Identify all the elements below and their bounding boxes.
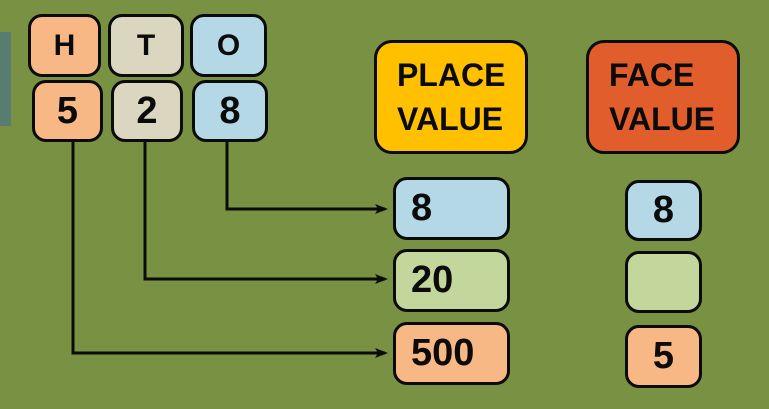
arrow-ones — [225, 140, 388, 214]
column-header-ones: O — [190, 14, 267, 77]
face-value-ones: 8 — [625, 180, 702, 241]
place-value-hundreds: 500 — [393, 322, 510, 385]
left-edge-accent-bar — [0, 32, 11, 126]
place-value-ones: 8 — [393, 177, 510, 240]
face-value-hundreds: 5 — [625, 325, 702, 388]
face-value-tens — [625, 251, 702, 313]
column-header-tens: T — [108, 14, 184, 77]
digit-ones: 8 — [192, 80, 268, 142]
arrow-hundreds — [71, 140, 388, 358]
place-value-tens: 20 — [393, 249, 510, 312]
arrow-tens — [143, 140, 388, 284]
digit-hundreds: 5 — [32, 80, 103, 142]
place-value-heading: PLACE VALUE — [374, 40, 528, 154]
face-value-heading: FACE VALUE — [586, 40, 740, 154]
digit-tens: 2 — [111, 80, 183, 142]
column-header-hundreds: H — [28, 14, 101, 77]
